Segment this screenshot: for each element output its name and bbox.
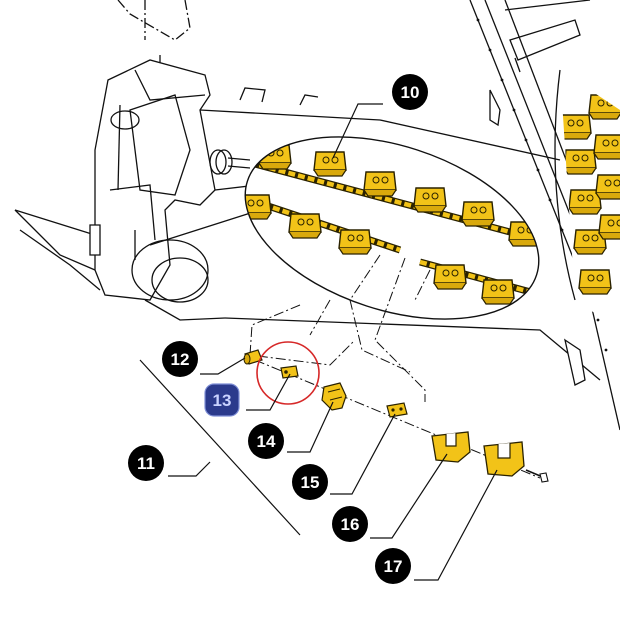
callout-15-label: 15 xyxy=(301,473,320,492)
callout-10[interactable]: 10 xyxy=(392,74,428,110)
callout-15[interactable]: 15 xyxy=(292,464,328,500)
bolt xyxy=(525,469,549,483)
part-13-link[interactable] xyxy=(280,365,299,379)
chain-detail-ellipse xyxy=(233,136,561,320)
callout-16[interactable]: 16 xyxy=(332,506,368,542)
part-14-connecting-link[interactable] xyxy=(321,382,347,411)
rail-rivets xyxy=(476,18,608,352)
callout-12[interactable]: 12 xyxy=(162,341,198,377)
callout-13-label: 13 xyxy=(213,391,232,410)
part-12-bushing[interactable] xyxy=(243,349,263,365)
callout-16-label: 16 xyxy=(341,515,360,534)
callout-10-label: 10 xyxy=(401,83,420,102)
part-17-paddle[interactable] xyxy=(483,441,525,477)
right-paddle-cluster xyxy=(560,70,620,330)
leader-lines xyxy=(139,103,498,581)
callout-12-label: 12 xyxy=(171,350,190,369)
callout-11[interactable]: 11 xyxy=(128,445,164,481)
part-16-paddle[interactable] xyxy=(431,431,471,463)
callout-13-selected[interactable]: 13 xyxy=(204,383,240,417)
callout-14[interactable]: 14 xyxy=(248,423,284,459)
callout-14-label: 14 xyxy=(257,432,276,451)
callout-17-label: 17 xyxy=(384,557,403,576)
selection-ring xyxy=(256,341,320,405)
callout-11-label: 11 xyxy=(137,454,155,473)
callout-17[interactable]: 17 xyxy=(375,548,411,584)
part-15-chain-link[interactable] xyxy=(386,402,408,418)
